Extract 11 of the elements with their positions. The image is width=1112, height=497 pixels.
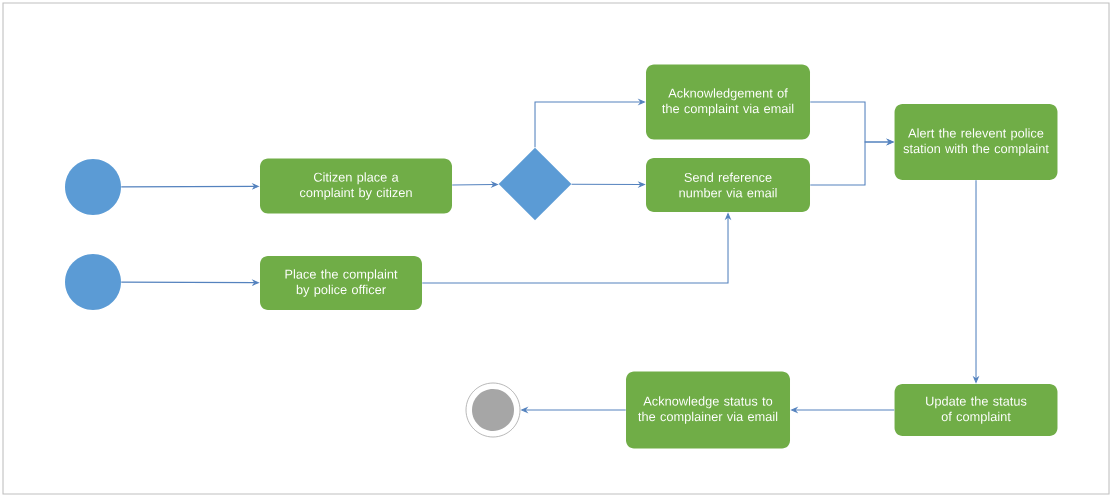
decision-diamond (498, 147, 572, 221)
end-state-circle (465, 382, 521, 438)
activity-box: Citizen place a complaint by citizen (260, 158, 452, 214)
start-state-circle (65, 159, 121, 215)
activity-box: Acknowledge status to the complainer via email (626, 371, 790, 449)
start-state-circle (65, 254, 121, 310)
activity-box: Alert the relevent police station with the complaint (894, 104, 1058, 180)
activity-box: Acknowledgement of the complaint via email (646, 64, 810, 140)
activity-box: Send reference number via email (646, 158, 810, 212)
activity-box: Update the status of complaint (894, 384, 1058, 436)
activity-box: Place the complaint by police officer (260, 256, 422, 310)
